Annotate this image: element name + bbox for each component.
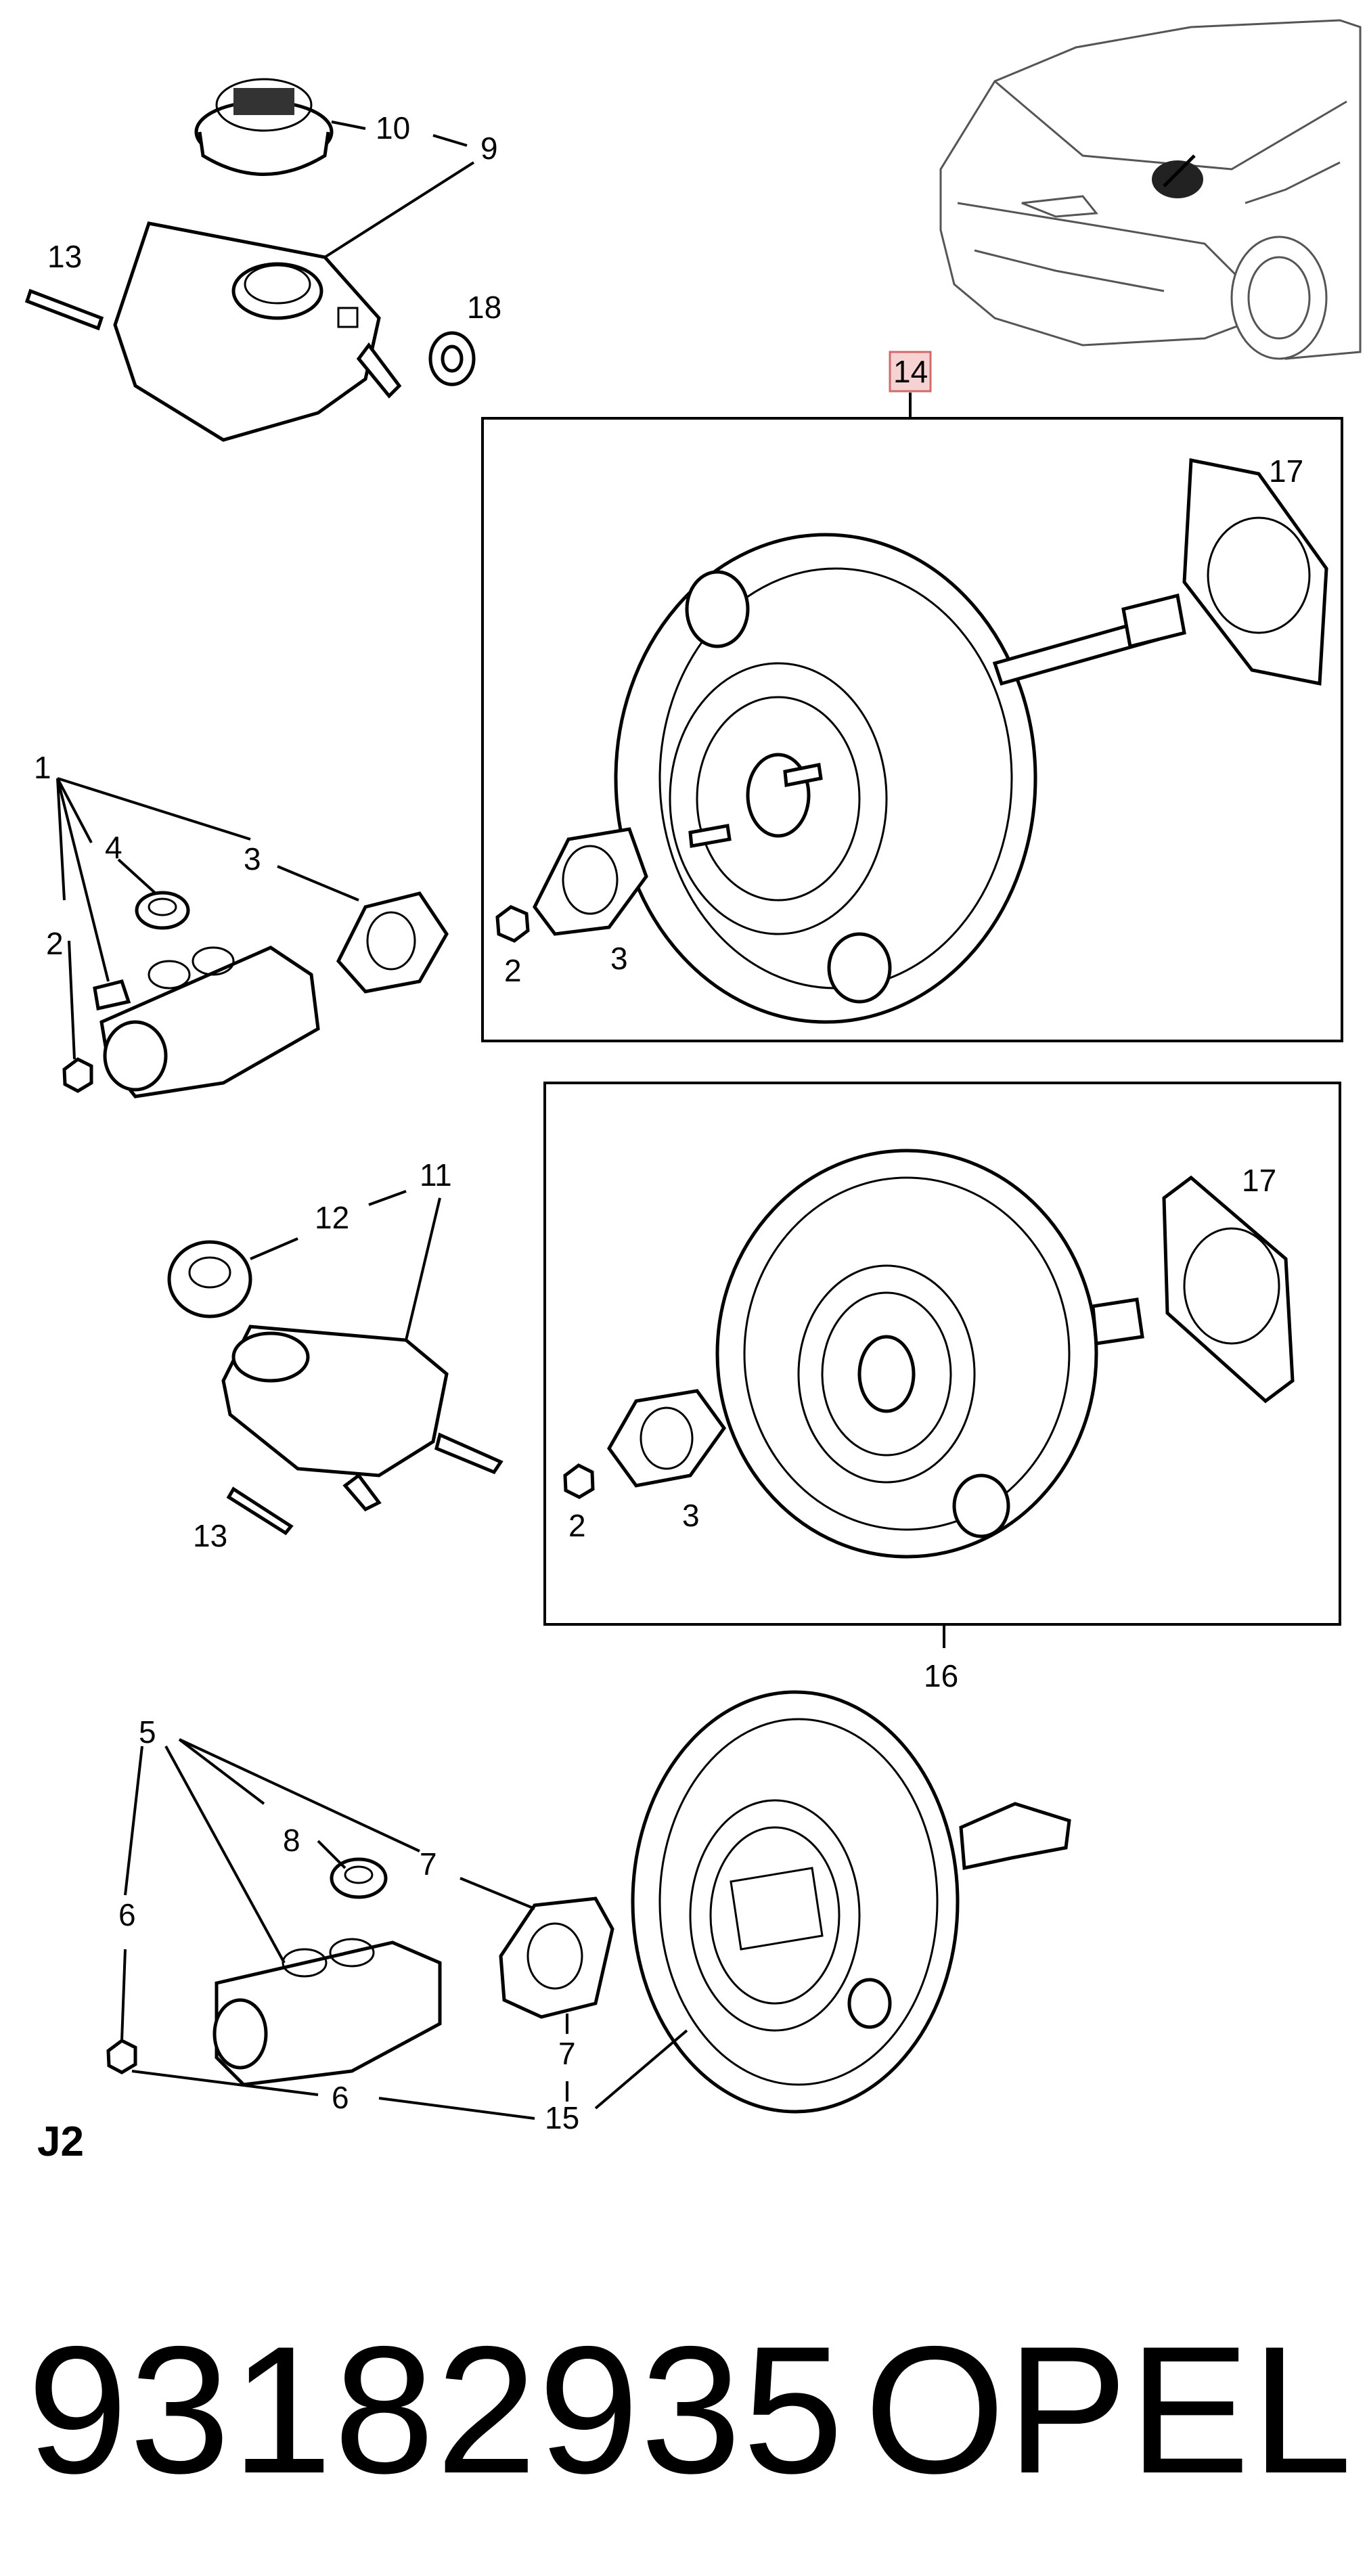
callout-14-highlight: [889, 351, 932, 393]
callout-3-box2: 3: [682, 1498, 700, 1533]
master-cylinder-5: [212, 1938, 442, 2087]
callout-9: 9: [480, 131, 498, 166]
gasket-3-box2: [607, 1389, 727, 1488]
nut-2-box2: [563, 1463, 595, 1499]
footer: 93182935 OPEL: [27, 2298, 1353, 2521]
gasket-17-top: [1182, 458, 1328, 686]
brake-booster-16-frame: [543, 1082, 1341, 1626]
sensor-13-mid: [226, 1486, 294, 1536]
callout-17-box2: 17: [1242, 1163, 1276, 1198]
callout-6-upper: 6: [118, 1897, 136, 1932]
seal-8: [330, 1857, 388, 1899]
callout-6-lower: 6: [332, 2080, 349, 2115]
callout-17-box1: 17: [1269, 453, 1303, 489]
brake-booster-15: [631, 1690, 1071, 2114]
reservoir-cap-12: [167, 1240, 252, 1318]
brake-booster-14: [614, 533, 1186, 1024]
gasket-3-group1: [336, 891, 449, 994]
callout-2-box1: 2: [504, 953, 522, 988]
callout-10: 10: [376, 110, 410, 146]
callout-3-box1: 3: [610, 941, 628, 976]
callout-1: 1: [34, 750, 51, 785]
callout-13-mid: 13: [193, 1518, 227, 1553]
nut-6: [106, 2039, 137, 2074]
gasket-7: [499, 1896, 614, 2019]
seal-4: [135, 891, 190, 930]
grommet-18: [428, 331, 476, 386]
callout-7-upper: 7: [420, 1846, 437, 1882]
callout-2-box2: 2: [568, 1508, 586, 1543]
callout-8: 8: [283, 1823, 300, 1858]
callout-4: 4: [105, 830, 122, 865]
callout-13-top: 13: [47, 239, 82, 274]
brake-booster-16: [715, 1149, 1144, 1559]
callout-16: 16: [924, 1658, 958, 1693]
callout-18: 18: [467, 290, 501, 325]
callout-12: 12: [315, 1200, 349, 1235]
sensor-13-top: [24, 288, 104, 331]
brand-name: OPEL: [864, 2308, 1353, 2511]
callout-3-group1: 3: [244, 841, 261, 876]
callout-5: 5: [139, 1714, 156, 1750]
callout-11: 11: [420, 1157, 452, 1193]
callout-14[interactable]: 14: [893, 354, 928, 389]
callout-7-lower: 7: [558, 2036, 576, 2071]
brake-fluid-reservoir-9: [113, 221, 402, 442]
callout-15: 15: [545, 2100, 579, 2135]
section-label: J2: [37, 2118, 84, 2165]
gasket-3-box1: [533, 827, 648, 936]
callout-2-group1: 2: [46, 926, 64, 961]
master-cylinder-1: [93, 946, 320, 1098]
part-number: 93182935: [27, 2308, 845, 2511]
brake-booster-location-icon: [1152, 160, 1203, 198]
brake-booster-14-frame: [481, 417, 1343, 1042]
nut-2-box1: [495, 905, 530, 943]
gasket-17-bottom: [1162, 1175, 1295, 1404]
reservoir-cap-10: [194, 78, 334, 176]
nut-2-group1: [62, 1057, 93, 1093]
brake-fluid-reservoir-11: [221, 1325, 503, 1512]
car-overview-illustration: [939, 19, 1362, 360]
